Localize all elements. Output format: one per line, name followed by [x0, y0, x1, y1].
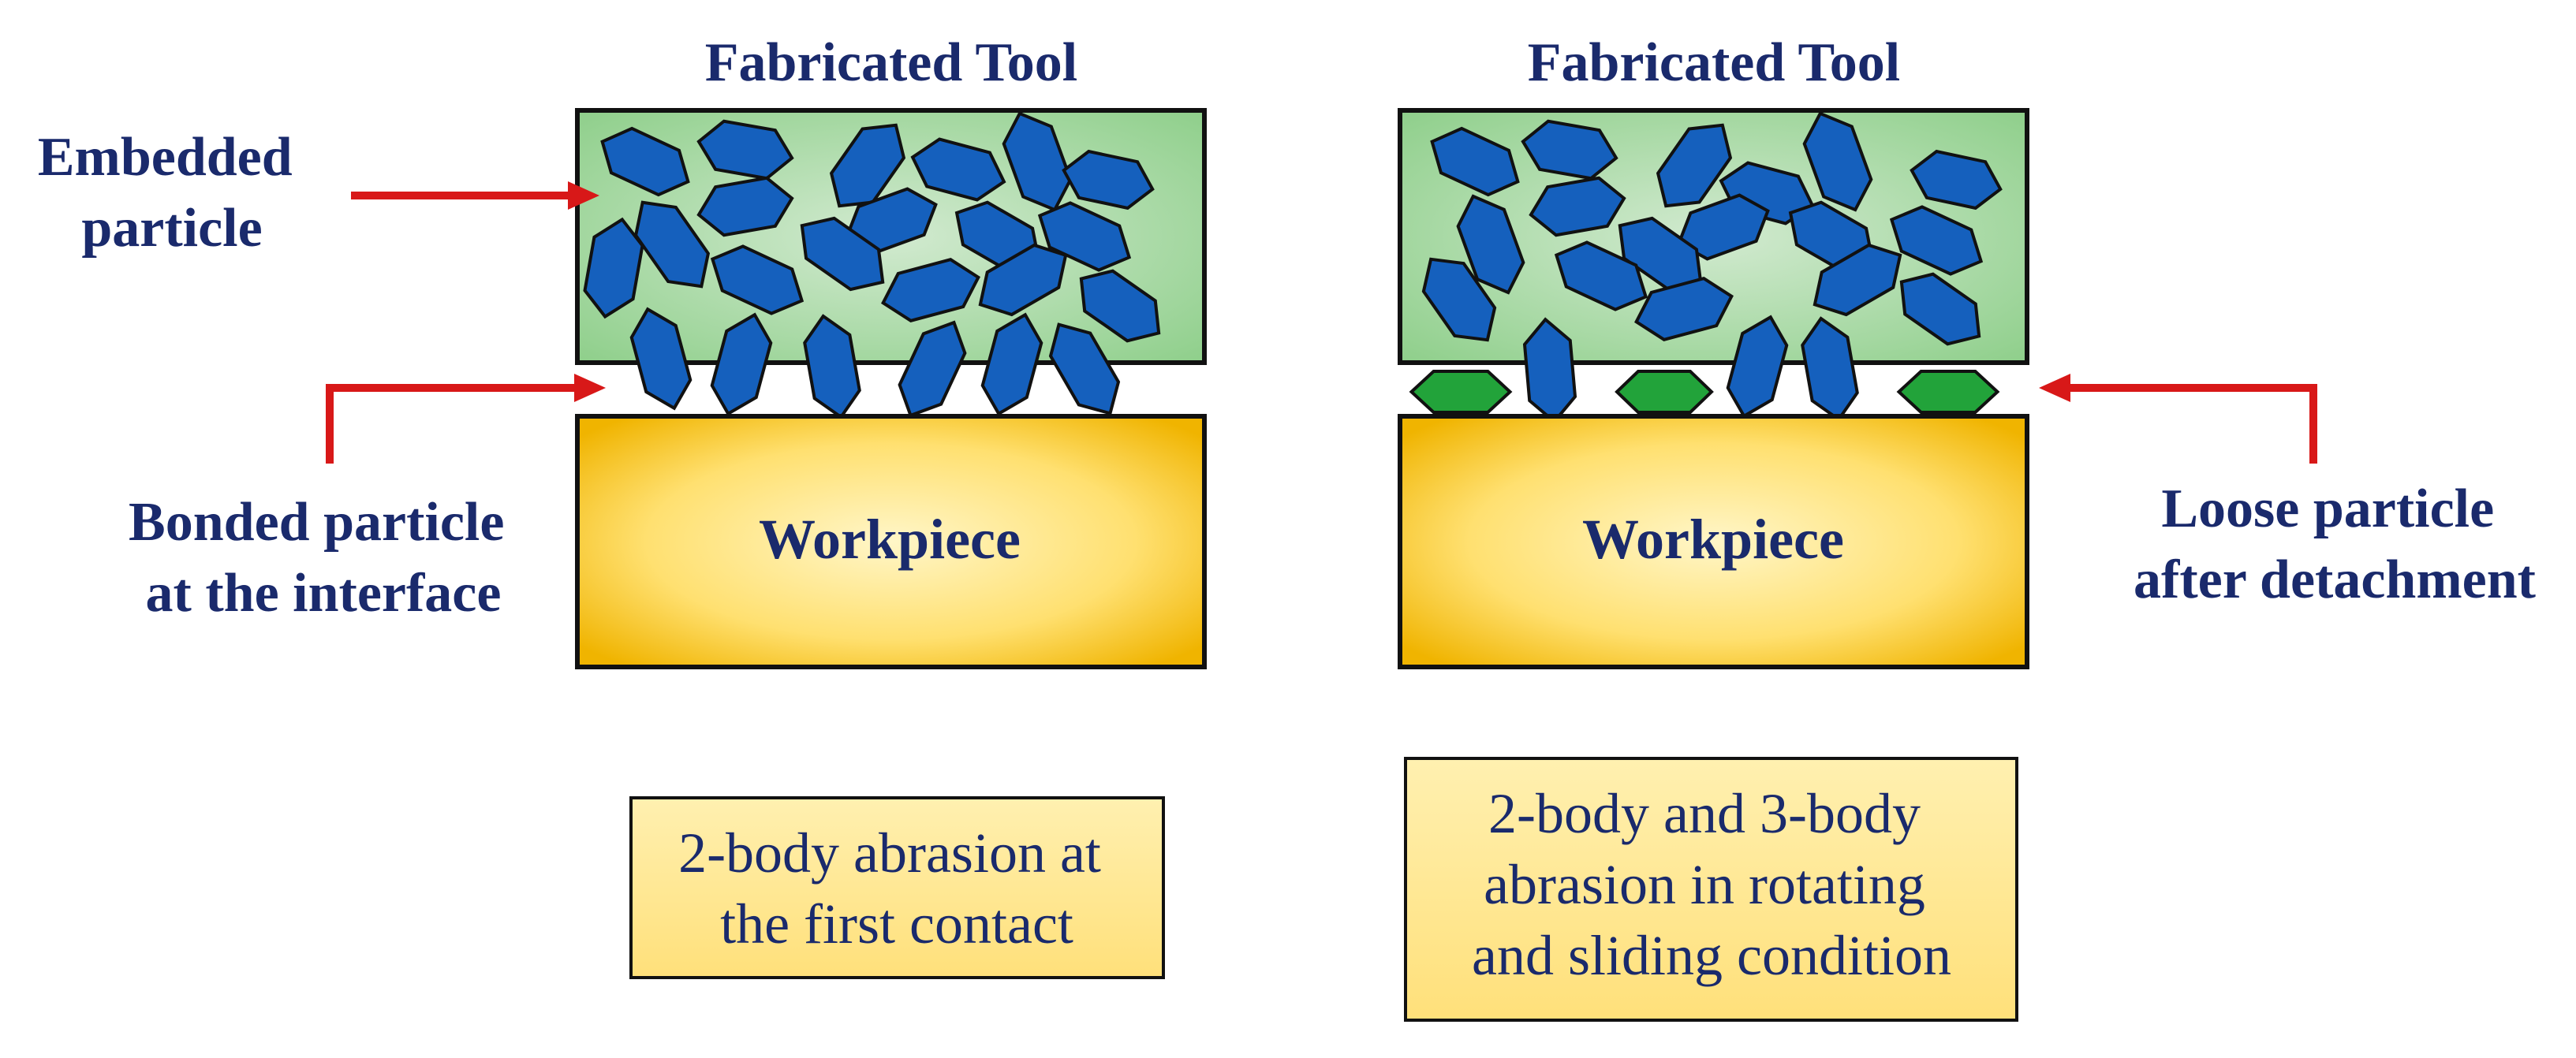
right-panel: Fabricated Tool Workpiece Loose particle… — [1398, 32, 2536, 1022]
left-panel: Fabricated Tool Workpiece Embedded parti… — [38, 32, 1207, 979]
right-workpiece — [1398, 414, 2029, 669]
embedded-particle — [696, 176, 794, 237]
embedded-particle — [1634, 276, 1734, 342]
left-embedded-particles — [583, 111, 1161, 419]
embedded-particle-label: Embedded particle — [38, 127, 306, 259]
right-tool-title: Fabricated Tool — [1528, 32, 1901, 93]
embedded-label-line-2: particle — [81, 198, 262, 259]
embedded-particle — [1421, 257, 1497, 342]
embedded-particle — [1813, 243, 1902, 317]
right-caption: 2-body and 3-body abrasion in rotating a… — [1472, 782, 1951, 987]
right-workpiece-label: Workpiece — [1582, 508, 1844, 571]
left-caption-line-1: 2-body abrasion at — [678, 821, 1101, 885]
left-tool-title: Fabricated Tool — [705, 32, 1078, 93]
loose-particle-arrow — [2039, 374, 2317, 464]
embedded-particle — [1037, 201, 1132, 272]
embedded-particle — [696, 119, 794, 181]
embedded-particle — [980, 312, 1043, 416]
loose-label-line-1: Loose particle — [2161, 479, 2494, 539]
left-caption-line-2: the first contact — [720, 892, 1073, 956]
embedded-particle — [1726, 315, 1789, 419]
embedded-particle — [1554, 240, 1648, 311]
embedded-particle — [1079, 269, 1161, 343]
right-caption-line-1: 2-body and 3-body — [1488, 782, 1921, 845]
left-caption: 2-body abrasion at the first contact — [678, 821, 1115, 956]
embedded-particle — [1889, 205, 1984, 276]
embedded-particle — [1521, 119, 1618, 181]
embedded-particle — [1430, 126, 1520, 197]
loose-particle-label: Loose particle after detachment — [2134, 479, 2536, 610]
embedded-label-line-1: Embedded — [38, 127, 293, 188]
right-embedded-particles — [1409, 111, 2003, 424]
embedded-particle — [710, 244, 805, 315]
bonded-particle-arrow — [326, 374, 606, 464]
embedded-particle — [710, 312, 773, 416]
embedded-particle — [910, 137, 1006, 202]
loose-particle — [1409, 370, 1513, 414]
embedded-particle — [800, 216, 885, 292]
embedded-particle — [629, 307, 693, 411]
embedded-particle — [881, 257, 980, 323]
left-caption-box — [629, 796, 1165, 979]
embedded-particle — [600, 126, 690, 197]
embedded-particle — [1677, 193, 1770, 261]
embedded-particle — [978, 243, 1068, 317]
embedded-particle — [1456, 194, 1525, 295]
embedded-particle — [1062, 149, 1155, 210]
bonded-label-line-2: at the interface — [146, 563, 502, 624]
right-caption-box — [1404, 757, 2018, 1022]
bonded-particle-label: Bonded particle at the interface — [129, 492, 518, 624]
right-caption-line-2: abrasion in rotating — [1484, 853, 1925, 916]
embedded-particle — [1910, 149, 2003, 210]
embedded-particle — [1656, 123, 1733, 208]
embedded-particle — [1529, 176, 1626, 237]
embedded-particle — [1048, 322, 1121, 415]
bonded-label-line-1: Bonded particle — [129, 492, 504, 553]
embedded-particle — [1899, 272, 1981, 346]
left-workpiece-label: Workpiece — [759, 508, 1021, 571]
loose-particle — [1615, 370, 1714, 414]
right-caption-line-3: and sliding condition — [1472, 924, 1951, 987]
loose-particle — [1896, 370, 2000, 414]
loose-label-line-2: after detachment — [2134, 549, 2536, 610]
embedded-particle-arrow — [351, 181, 599, 210]
embedded-particle — [898, 320, 967, 418]
embedded-particle — [633, 200, 711, 289]
left-workpiece — [575, 414, 1207, 669]
embedded-particle — [1802, 111, 1873, 212]
